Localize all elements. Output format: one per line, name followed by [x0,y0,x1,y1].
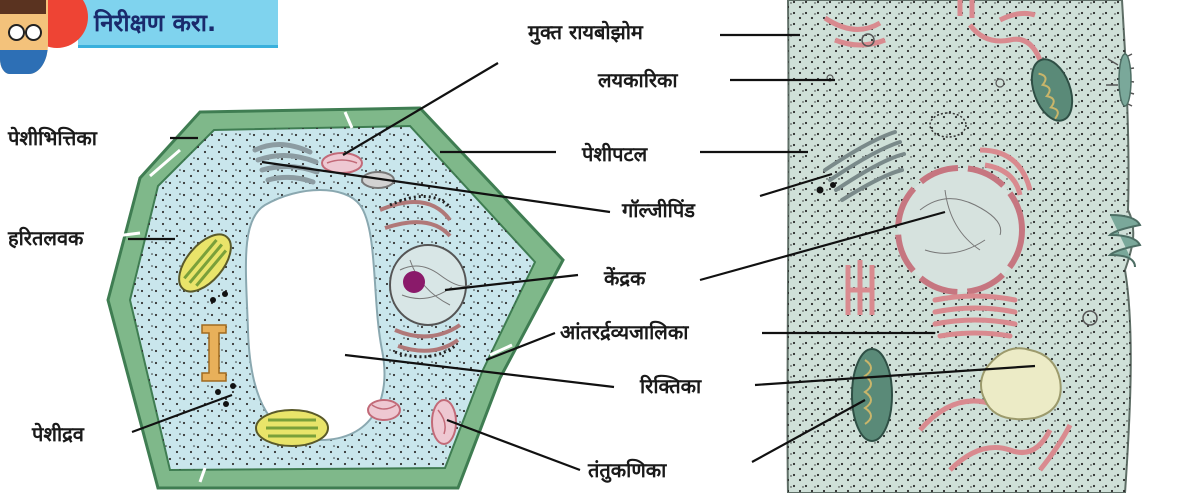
plant-chloroplast-lower [256,410,328,446]
label-lysosome: लयकारिका [598,66,678,93]
label-vacuole: रिक्तिका [640,372,701,399]
label-er: आंतरर्द्रव्यजालिका [560,318,688,345]
plant-vacuole [246,190,385,440]
animal-cell [787,0,1140,493]
label-cell-wall: पेशीभित्तिका [8,124,97,151]
label-free-ribosomes: मुक्त रायबोझोम [528,18,643,45]
label-chloroplast: हरितलवक [8,224,83,251]
plant-nucleolus [403,271,425,293]
label-golgi: गॉल्जीपिंड [622,196,695,223]
label-mitochondria: तंतुकणिका [588,456,666,483]
plant-mitochondrion-3 [368,400,400,420]
animal-nucleus [898,168,1022,292]
label-cytoplasm: पेशीद्रव [32,420,84,447]
plant-cell [108,108,563,488]
label-nucleus: केंद्रक [604,264,645,291]
label-cell-membrane: पेशीपटल [582,140,647,167]
animal-mitochondrion-lower [852,349,892,441]
